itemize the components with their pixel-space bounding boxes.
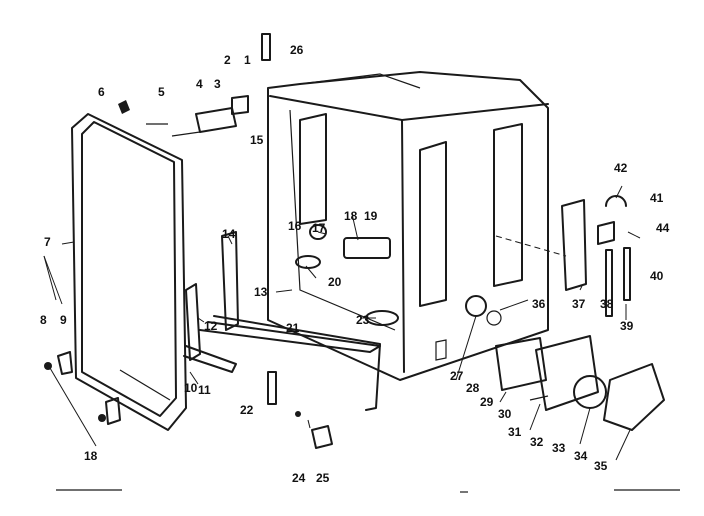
callout-23: 23	[356, 313, 370, 327]
callout-3: 3	[214, 77, 221, 91]
callout-16: 16	[288, 219, 302, 233]
callout-14: 14	[222, 227, 236, 241]
callout-40: 40	[650, 269, 664, 283]
callout-5: 5	[158, 85, 165, 99]
callout-21: 21	[286, 321, 300, 335]
callout-37: 37	[572, 297, 586, 311]
callout-31: 31	[508, 425, 522, 439]
callout-12: 12	[204, 319, 218, 333]
right-side-parts	[495, 195, 631, 317]
callout-22: 22	[240, 403, 254, 417]
callout-38: 38	[600, 297, 614, 311]
callout-32: 32	[530, 435, 544, 449]
leader-lines	[43, 185, 641, 461]
callout-18-lower: 18	[84, 449, 98, 463]
callout-13: 13	[254, 285, 268, 299]
callout-41: 41	[650, 191, 664, 205]
callout-28: 28	[466, 381, 480, 395]
callout-27: 27	[450, 369, 464, 383]
door-gasket-frame	[71, 113, 187, 431]
callout-20: 20	[328, 275, 342, 289]
callout-labels: 1 2 3 4 5 6 7 8 9 10 11 12 13 14 15 16 1…	[40, 43, 670, 485]
callout-17: 17	[312, 221, 326, 235]
callout-24: 24	[292, 471, 306, 485]
callout-2: 2	[224, 53, 231, 67]
callout-36: 36	[532, 297, 546, 311]
callout-9: 9	[60, 313, 67, 327]
callout-33: 33	[552, 441, 566, 455]
top-brackets	[118, 33, 271, 137]
callout-19: 19	[364, 209, 378, 223]
callout-1: 1	[244, 53, 251, 67]
callout-29: 29	[480, 395, 494, 409]
fasteners	[44, 351, 333, 449]
callout-10: 10	[184, 381, 198, 395]
callout-4: 4	[196, 77, 203, 91]
callout-34: 34	[574, 449, 588, 463]
callout-44: 44	[656, 221, 670, 235]
callout-7: 7	[44, 235, 51, 249]
callout-39: 39	[620, 319, 634, 333]
lower-brace	[183, 283, 381, 411]
dishwasher-tub	[267, 71, 549, 381]
callout-8: 8	[40, 313, 47, 327]
hinge-bracket	[221, 231, 239, 331]
callout-25: 25	[316, 471, 330, 485]
callout-6: 6	[98, 85, 105, 99]
callout-18: 18	[344, 209, 358, 223]
page-rules	[56, 489, 680, 493]
callout-26: 26	[290, 43, 304, 57]
callout-30: 30	[498, 407, 512, 421]
callout-11: 11	[198, 383, 211, 397]
callout-15: 15	[250, 133, 264, 147]
callout-35: 35	[594, 459, 608, 473]
callout-42: 42	[614, 161, 628, 175]
pump-motor-assembly	[495, 335, 665, 431]
